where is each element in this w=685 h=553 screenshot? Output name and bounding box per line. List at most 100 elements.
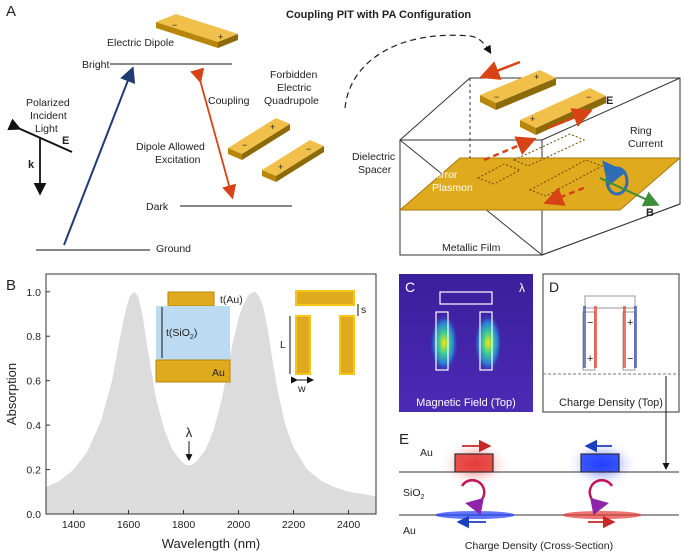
right-au-bar bbox=[580, 453, 620, 473]
image-current-arrow-2 bbox=[543, 186, 585, 206]
svg-text:−: − bbox=[627, 353, 633, 365]
forbidden-label-2: Electric bbox=[277, 82, 311, 94]
ring-label-1: Ring bbox=[630, 125, 652, 137]
absorption-area bbox=[46, 291, 376, 514]
polarized-label-2: Incident bbox=[30, 110, 67, 122]
y-tick-label: 0.6 bbox=[26, 376, 41, 388]
coupling-label: Coupling bbox=[208, 95, 250, 107]
panel-e-label: E bbox=[399, 431, 409, 448]
panel-b-label: B bbox=[6, 277, 16, 294]
top-view-inset: L w s bbox=[280, 290, 366, 395]
s-label: s bbox=[361, 304, 366, 316]
panel-c-caption: Magnetic Field (Top) bbox=[416, 397, 516, 409]
quadrupole-bars: − + + − bbox=[228, 118, 324, 182]
e-field-arrow bbox=[7, 118, 73, 153]
svg-text:−: − bbox=[587, 317, 593, 329]
panel-c-lambda: λ bbox=[519, 281, 525, 295]
lambda-annotation: λ bbox=[185, 425, 193, 462]
x-tick-label: 2400 bbox=[337, 519, 361, 531]
svg-text:+: + bbox=[534, 72, 539, 82]
bright-label: Bright bbox=[82, 59, 110, 71]
quadrupole-current-arrow bbox=[547, 108, 593, 130]
w-label: w bbox=[297, 383, 306, 395]
panel-d: − + + − D Charge Density (Top) bbox=[542, 273, 680, 470]
svg-text:+: + bbox=[218, 32, 223, 42]
y-tick-label: 0.8 bbox=[26, 331, 41, 343]
right-circulation-icon bbox=[588, 479, 614, 515]
panel-a-label: A bbox=[6, 3, 16, 20]
dielectric-label-2: Spacer bbox=[358, 164, 392, 176]
image-current-arrow-1 bbox=[483, 136, 537, 162]
dashed-transition-arrow bbox=[344, 34, 492, 109]
electric-dipole-bar: − + bbox=[156, 14, 238, 48]
absorption-chart: 1400 1600 1800 2000 2200 2400 0.0 0.2 0.4 0.6 0.8… bbox=[4, 273, 377, 551]
excitation-arrow bbox=[63, 66, 136, 246]
t-sio2-label: t(SiO2) bbox=[166, 327, 197, 341]
electric-dipole-label: Electric Dipole bbox=[107, 37, 174, 49]
b-label: B bbox=[646, 207, 654, 219]
x-tick-label: 1400 bbox=[62, 519, 86, 531]
box-dipole-bars: − + + − bbox=[480, 70, 606, 135]
x-tick-label: 2200 bbox=[282, 519, 306, 531]
y-tick-label: 1.0 bbox=[26, 287, 41, 299]
mirror-plasmon-label-2: Plasmon bbox=[432, 182, 473, 194]
svg-text:+: + bbox=[278, 162, 283, 172]
dipole-allowed-label-1: Dipole Allowed bbox=[136, 141, 205, 153]
polarized-label-3: Light bbox=[35, 123, 58, 135]
lambda-annotation-text: λ bbox=[186, 425, 193, 440]
x-tick-label: 1600 bbox=[117, 519, 141, 531]
t-au-label: t(Au) bbox=[220, 294, 243, 306]
panel-a: A Bright Dark Ground Electric Dipole Cou… bbox=[6, 3, 682, 256]
y-tick-label: 0.2 bbox=[26, 465, 41, 477]
magnetic-field-map bbox=[399, 274, 533, 412]
panel-e-caption: Charge Density (Cross-Section) bbox=[465, 540, 613, 552]
svg-text:+: + bbox=[270, 122, 275, 132]
svg-text:+: + bbox=[530, 114, 535, 124]
x-axis-label: Wavelength (nm) bbox=[162, 536, 261, 551]
y-axis-label: Absorption bbox=[4, 363, 19, 425]
forbidden-label-3: Quadrupole bbox=[264, 95, 319, 107]
dark-label: Dark bbox=[146, 201, 169, 213]
panel-d-caption: Charge Density (Top) bbox=[559, 397, 663, 409]
y-tick-label: 0.0 bbox=[26, 509, 41, 521]
svg-text:+: + bbox=[587, 353, 593, 365]
b-field-arrow bbox=[599, 177, 660, 207]
x-tick-label: 2000 bbox=[227, 519, 251, 531]
svg-text:−: − bbox=[494, 92, 499, 102]
cross-section-inset: t(Au) t(SiO2) Au bbox=[155, 291, 243, 383]
dipole-allowed-label-2: Excitation bbox=[155, 154, 201, 166]
mirror-plasmon-label-1: Mirror bbox=[430, 169, 458, 181]
svg-text:−: − bbox=[172, 20, 177, 30]
panel-a-title: Coupling PIT with PA Configuration bbox=[286, 9, 471, 21]
forbidden-label-1: Forbidden bbox=[270, 69, 317, 81]
svg-text:−: − bbox=[242, 140, 247, 150]
left-au-bar bbox=[454, 453, 494, 473]
ground-label: Ground bbox=[156, 243, 191, 255]
hotspot-left bbox=[430, 313, 458, 373]
panel-c: C λ Magnetic Field (Top) bbox=[399, 274, 533, 412]
svg-text:−: − bbox=[306, 144, 311, 154]
panel-e: E Au SiO2 Au Charge Density (Cross-Secti… bbox=[399, 431, 679, 552]
coupling-arrow bbox=[190, 67, 237, 200]
dielectric-label-1: Dielectric bbox=[352, 151, 395, 163]
device-box bbox=[398, 77, 682, 256]
dipole-current-arrow bbox=[479, 60, 521, 80]
panel-c-label: C bbox=[405, 279, 415, 295]
y-tick-label: 0.4 bbox=[26, 420, 41, 432]
ring-label-2: Current bbox=[628, 138, 663, 150]
plot-frame bbox=[45, 273, 377, 515]
svg-text:+: + bbox=[627, 317, 633, 329]
x-tick-label: 1800 bbox=[172, 519, 196, 531]
charge-density-map bbox=[542, 273, 680, 413]
l-label: L bbox=[280, 339, 286, 351]
box-e-label: E bbox=[606, 95, 613, 107]
panel-d-label: D bbox=[549, 279, 559, 295]
k-label: k bbox=[28, 159, 35, 171]
svg-text:−: − bbox=[586, 92, 591, 102]
metallic-film-label: Metallic Film bbox=[442, 242, 501, 254]
panel-e-au-top: Au bbox=[420, 447, 433, 459]
polarized-label-1: Polarized bbox=[26, 97, 70, 109]
e-label: E bbox=[62, 135, 69, 147]
panel-b: B 1400 1600 1800 2000 2200 2400 0.0 0.2 0.4 0.6 0… bbox=[4, 273, 377, 551]
